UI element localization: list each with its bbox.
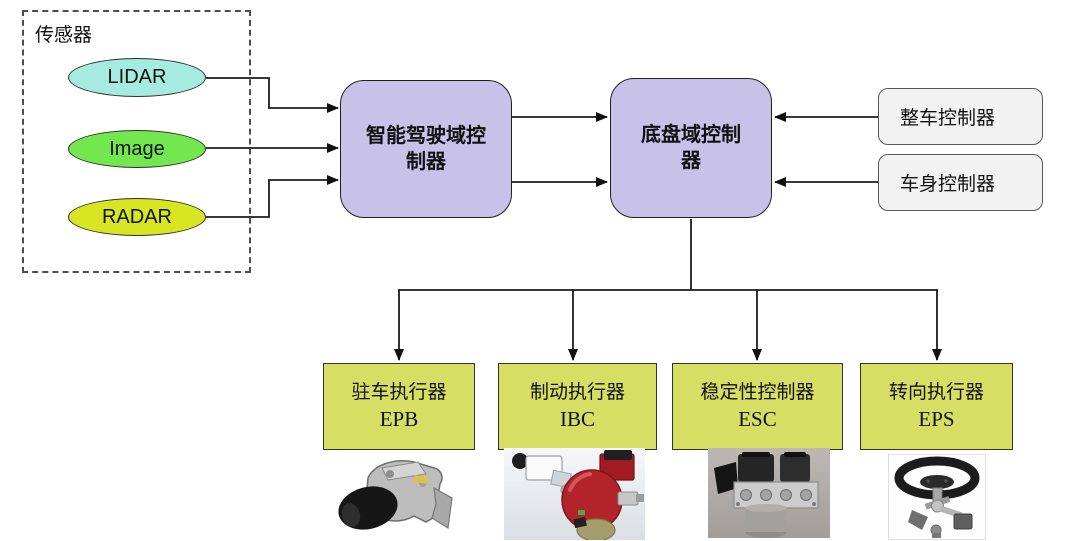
actuator-box-ibc: 制动执行器 IBC [498, 363, 657, 450]
vehicle-controller-label: 整车控制器 [900, 108, 996, 129]
vehicle-controller-box: 整车控制器 [878, 88, 1043, 145]
actuator-abbr-epb: EPB [379, 407, 419, 432]
actuator-name-eps: 转向执行器 [888, 381, 984, 403]
actuator-name-ibc: 制动执行器 [529, 381, 625, 403]
sensor-label-radar: RADAR [101, 205, 172, 228]
sensor-node-radar: RADAR [68, 198, 206, 236]
electric-power-steering-image [888, 454, 986, 540]
actuator-abbr-ibc: IBC [559, 407, 595, 432]
driving-domain-controller-box: 智能驾驶域控 制器 [340, 80, 512, 218]
actuator-name-esc: 稳定性控制器 [700, 381, 815, 403]
actuator-abbr-eps: EPS [918, 407, 955, 432]
driving-domain-label-line1: 智能驾驶域控 [366, 125, 486, 147]
driving-domain-label-line2: 制器 [406, 151, 446, 173]
arrow-lidar-to-driving [206, 77, 339, 113]
parking-brake-caliper-image [330, 452, 460, 538]
actuator-box-eps: 转向执行器 EPS [860, 363, 1013, 450]
body-controller-box: 车身控制器 [878, 154, 1043, 211]
sensor-group-label: 传感器 [35, 25, 93, 46]
sensor-label-lidar: LIDAR [107, 66, 167, 88]
arrow-radar-to-driving [206, 175, 339, 218]
actuator-name-epb: 驻车执行器 [351, 381, 447, 403]
chassis-domain-label-line1: 底盘域控制 [641, 124, 741, 146]
sensor-node-image: Image [68, 130, 206, 168]
body-controller-label: 车身控制器 [900, 174, 996, 195]
integrated-brake-control-image [504, 448, 645, 540]
sensor-label-image: Image [109, 137, 165, 160]
sensor-group-frame: 传感器 [22, 10, 251, 273]
actuator-abbr-esc: ESC [738, 407, 777, 432]
actuator-box-esc: 稳定性控制器 ESC [672, 363, 843, 450]
actuator-box-epb: 驻车执行器 EPB [323, 363, 475, 450]
chassis-domain-controller-box: 底盘域控制 器 [610, 78, 772, 218]
chassis-domain-label-line2: 器 [681, 150, 701, 172]
esc-hydraulic-unit-image [708, 448, 830, 538]
sensor-node-lidar: LIDAR [68, 58, 206, 97]
